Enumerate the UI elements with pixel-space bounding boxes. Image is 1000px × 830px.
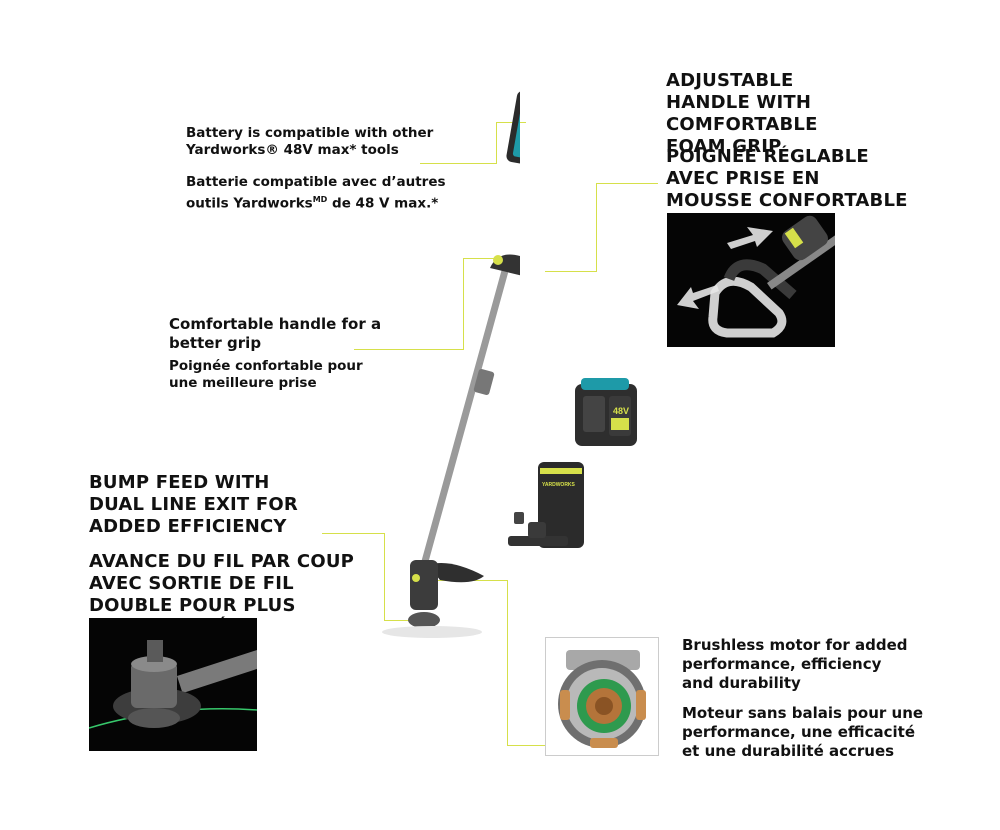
charger-label: YARDWORKS [542, 482, 576, 488]
battery-pack-image: 48V [575, 378, 637, 446]
leader-bump-v [384, 533, 385, 621]
leader-bump-h2 [384, 620, 414, 621]
battery-feature-fr-text: Batterie compatible avec d’autres outils… [186, 174, 446, 212]
motor-image [558, 650, 646, 748]
leader-battery-h2 [496, 122, 526, 123]
motor-feature-en: Brushless motor for added performance, e… [682, 636, 908, 692]
leader-motor-h [507, 745, 545, 746]
handle-comfort-fr: Poignée confortable pour une meilleure p… [169, 358, 363, 391]
leader-handle-v [596, 183, 597, 271]
leader-battery-v [496, 122, 497, 164]
leader-comfort-v [463, 258, 464, 350]
motor-feature-fr: Moteur sans balais pour une performance,… [682, 704, 924, 760]
leader-motor-v [507, 580, 508, 746]
bump-feed-en: BUMP FEED WITH DUAL LINE EXIT FOR ADDED … [89, 472, 298, 537]
leader-handle-h1 [596, 183, 658, 184]
battery-feature-en: Battery is compatible with other Yardwor… [186, 125, 434, 158]
motor-image-frame [545, 637, 659, 756]
bump-feed-closeup-image [89, 618, 257, 751]
leader-bump-h [322, 533, 384, 534]
handle-comfort-en: Comfortable handle for a better grip [169, 315, 382, 352]
battery-feature-fr-tail: de 48 V max.* [327, 195, 439, 212]
string-trimmer-product-image [382, 90, 520, 638]
handle-adjust-en: ADJUSTABLE HANDLE WITH COMFORTABLE FOAM … [666, 70, 818, 157]
handle-closeup-image [667, 213, 835, 347]
md-mark: MD [312, 195, 328, 204]
leader-comfort-h1 [354, 349, 464, 350]
battery-feature-fr: Batterie compatible avec d’autres outils… [186, 174, 446, 213]
battery-pack-label: 48V [613, 406, 629, 416]
leader-handle-h2 [545, 271, 597, 272]
leader-battery-h [420, 163, 496, 164]
leader-comfort-h2 [463, 258, 501, 259]
handle-adjust-fr: POIGNÉE RÉGLABLE AVEC PRISE EN MOUSSE CO… [666, 146, 908, 211]
charger-image: YARDWORKS [508, 462, 584, 548]
